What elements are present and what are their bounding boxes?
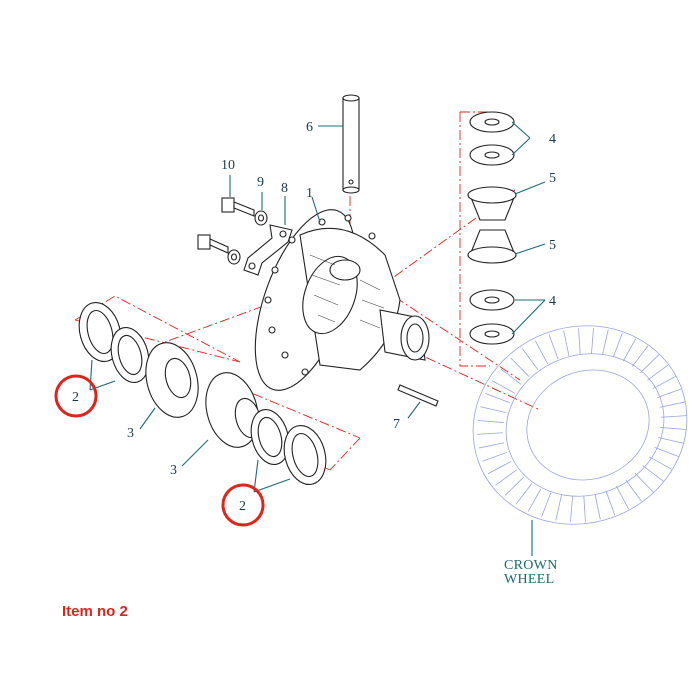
right-column-parts bbox=[467, 111, 517, 345]
leader-lines bbox=[89, 121, 546, 556]
left-side-parts bbox=[78, 302, 327, 485]
item-caption: Item no 2 bbox=[62, 603, 128, 620]
callout-9: 9 bbox=[257, 175, 264, 190]
callout-1: 1 bbox=[306, 186, 313, 201]
crown-wheel-graphic bbox=[472, 325, 688, 525]
callout-4-lower: 4 bbox=[549, 294, 556, 309]
callout-4-upper: 4 bbox=[549, 132, 556, 147]
highlight-circle-lower bbox=[221, 483, 265, 527]
callout-2-lower: 2 bbox=[239, 499, 246, 514]
callout-10: 10 bbox=[221, 158, 235, 173]
callout-8: 8 bbox=[281, 181, 288, 196]
callout-7: 7 bbox=[393, 417, 400, 432]
crown-wheel-label-line2: WHEEL bbox=[504, 572, 554, 587]
crown-wheel-label-line1: CROWN bbox=[504, 558, 558, 573]
bolts-and-lockplate bbox=[197, 197, 293, 276]
highlight-circle-upper bbox=[54, 374, 98, 418]
callout-3-upper: 3 bbox=[127, 426, 134, 441]
callout-3-lower: 3 bbox=[170, 463, 177, 478]
differential-housing bbox=[254, 209, 430, 391]
callout-5-upper: 5 bbox=[549, 171, 556, 186]
callout-6: 6 bbox=[306, 120, 313, 135]
callout-5-lower: 5 bbox=[549, 238, 556, 253]
roll-pin bbox=[397, 384, 439, 407]
cross-pin bbox=[342, 94, 360, 194]
callout-2-upper: 2 bbox=[72, 390, 79, 405]
